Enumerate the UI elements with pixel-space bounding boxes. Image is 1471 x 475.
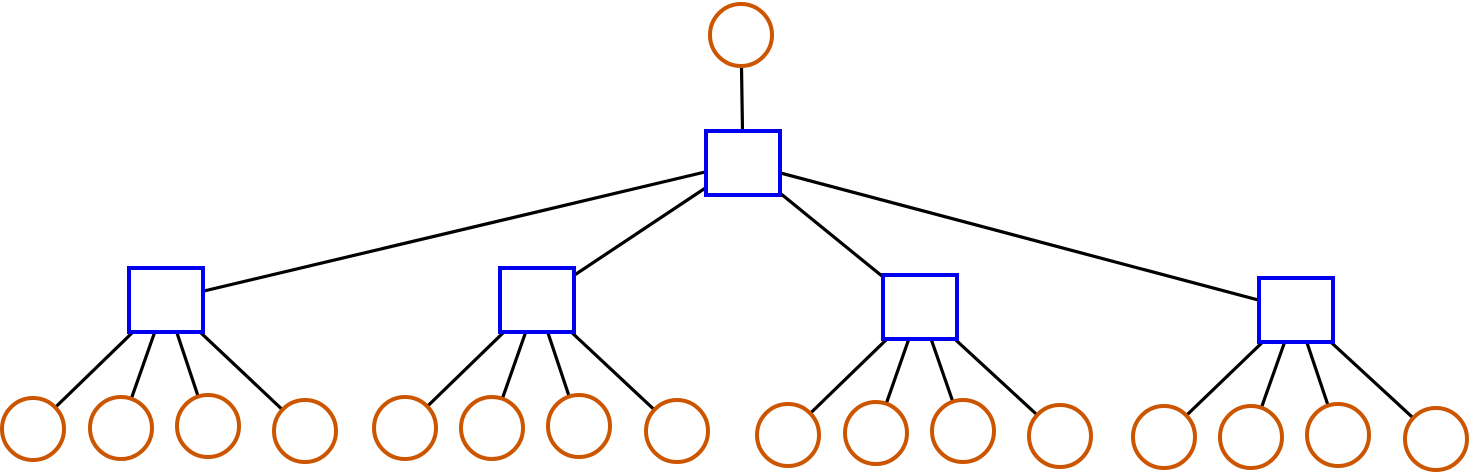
mid-square-node-2 (498, 266, 576, 334)
leaf-circle-node-2-3 (546, 393, 612, 459)
leaf-circle-node-1-2 (88, 395, 154, 461)
leaf-circle-node-2-4 (644, 398, 710, 464)
leaf-circle-node-3-3 (930, 398, 996, 464)
leaf-circle-node-4-2 (1218, 404, 1284, 470)
hub-square-node (704, 129, 782, 197)
edges-layer (31, 34, 1438, 441)
leaf-circle-node-2-1 (372, 395, 438, 461)
leaf-circle-node-1-1 (0, 396, 66, 462)
edge-hub-mid-1 (165, 161, 744, 302)
root-circle-node (708, 2, 774, 68)
leaf-circle-node-1-4 (272, 398, 338, 464)
leaf-circle-node-4-4 (1403, 406, 1469, 472)
leaf-circle-node-2-2 (459, 395, 525, 461)
leaf-circle-node-3-1 (755, 402, 821, 468)
leaf-circle-node-3-4 (1027, 403, 1093, 469)
leaf-circle-node-1-3 (175, 393, 241, 459)
mid-square-node-1 (127, 266, 205, 334)
leaf-circle-node-4-1 (1131, 404, 1197, 470)
mid-square-node-3 (881, 273, 959, 341)
mid-square-node-4 (1257, 276, 1335, 344)
leaf-circle-node-4-3 (1305, 402, 1371, 468)
leaf-circle-node-3-2 (843, 400, 909, 466)
edge-hub-mid-4 (742, 161, 1297, 312)
